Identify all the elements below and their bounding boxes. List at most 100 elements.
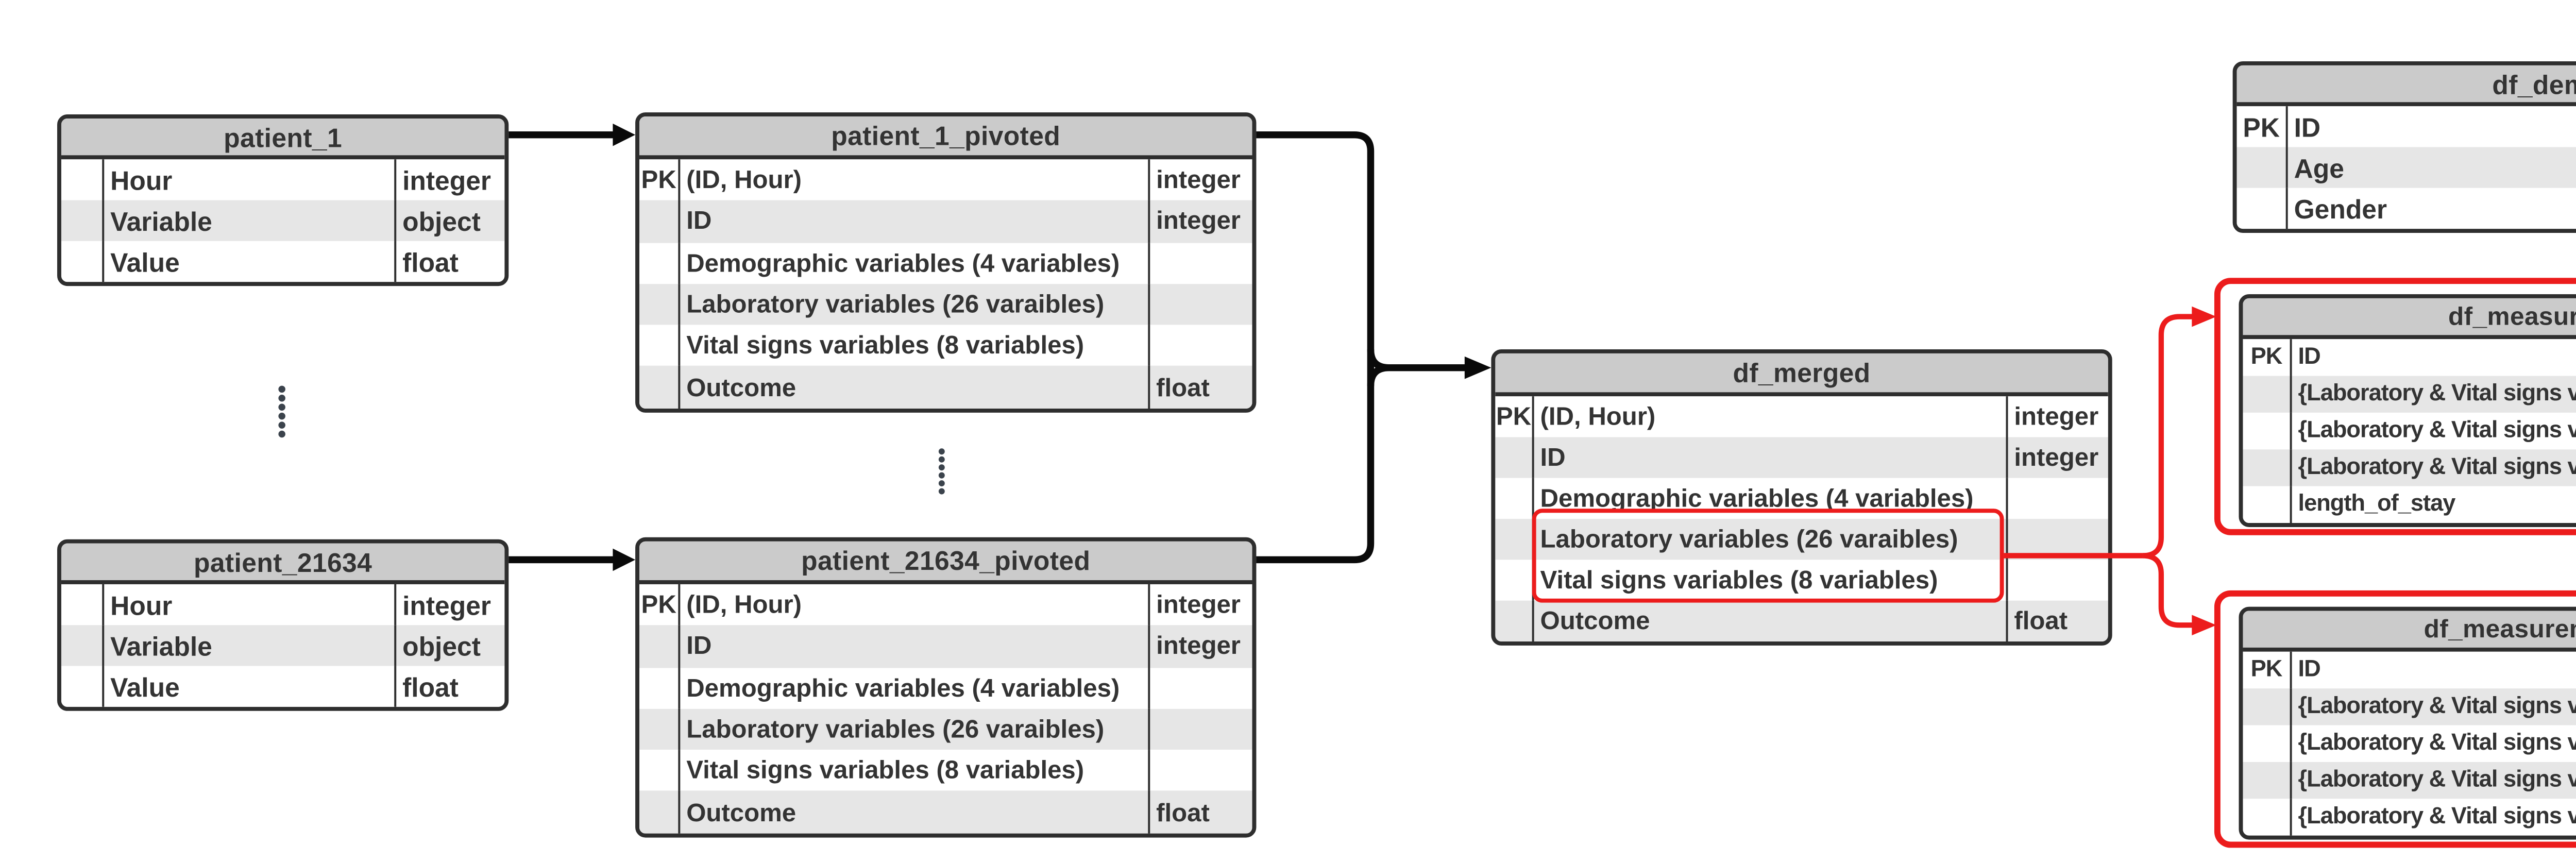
field-name: Outcome <box>1534 600 2008 641</box>
field-row: Vital signs variables (8 variables) <box>639 325 1252 367</box>
field-type: float <box>2014 606 2068 636</box>
table-title: patient_21634_pivoted <box>639 541 1252 584</box>
field-row: Vital signs variables (8 variables) <box>639 750 1252 792</box>
pk-cell <box>639 283 681 326</box>
pk-cell <box>2243 688 2292 725</box>
field-row: {Laboratory & Vital signs variables}_beg… <box>2243 376 2576 413</box>
field-type <box>1150 325 1252 366</box>
field-type <box>1150 667 1252 708</box>
pk-cell: PK <box>2237 106 2288 147</box>
field-type <box>1150 750 1252 791</box>
field-name: (ID, Hour) <box>680 584 1150 626</box>
pk-cell: PK <box>2243 651 2292 689</box>
field-row: Vital signs variables (8 variables) <box>1495 560 2108 601</box>
pk-cell: PK <box>2243 339 2292 376</box>
table-title: patient_1 <box>61 118 505 160</box>
pk-cell <box>1495 478 1534 519</box>
field-row: Genderfloat <box>2236 188 2576 229</box>
arrow-patient21634-to-pivoted <box>509 548 636 571</box>
pk-cell <box>61 584 105 626</box>
pk-cell <box>639 708 681 750</box>
entity-table-df_demo: df_demoPKIDintegerAgefloatGenderfloat <box>2232 61 2576 233</box>
field-name: length_of_stay <box>2292 486 2576 523</box>
field-row: PKIDinteger <box>2243 651 2576 689</box>
pk-cell <box>2237 188 2288 229</box>
field-name: Vital signs variables (8 variables) <box>680 750 1150 792</box>
field-name: {Laboratory & Vital signs variables}_min <box>2292 762 2576 799</box>
field-type <box>1150 242 1252 283</box>
ellipsis-more-patient-tables <box>278 385 285 438</box>
field-name: ID <box>2288 106 2576 147</box>
field-name: Laboratory variables (26 varaibles) <box>680 708 1150 750</box>
field-name: {Laboratory & Vital signs variables}_beg… <box>2292 376 2576 413</box>
field-name: ID <box>680 200 1150 243</box>
field-row: {Laboratory & Vital signs variables}_std… <box>2243 725 2576 762</box>
red-frame-df-measurement-grouped-stat <box>2214 590 2576 848</box>
pk-cell <box>61 159 105 200</box>
field-name: Value <box>104 241 397 282</box>
pk-cell <box>1495 437 1534 478</box>
pk-cell <box>61 625 105 666</box>
field-type: object <box>402 630 481 661</box>
field-type: float <box>1156 798 1210 827</box>
pk-cell <box>639 791 681 833</box>
field-row: {Laboratory & Vital signs variables}_fre… <box>2243 449 2576 486</box>
field-type <box>1150 708 1252 750</box>
field-type: integer <box>402 589 491 620</box>
pk-cell <box>2243 412 2292 450</box>
field-name: ID <box>680 626 1150 667</box>
field-name: Demographic variables (4 variables) <box>680 667 1150 709</box>
field-row: Laboratory variables (26 varaibles) <box>639 283 1252 326</box>
field-row: PKIDinteger <box>2236 106 2576 147</box>
field-name: Variable <box>104 200 397 241</box>
field-row: Laboratory variables (26 varaibles) <box>639 708 1252 750</box>
pk-cell <box>1495 519 1534 560</box>
pk-cell <box>2243 725 2292 762</box>
field-name: Outcome <box>680 791 1150 833</box>
field-row: PKIDinteger <box>2243 339 2576 376</box>
field-type: float <box>402 671 459 702</box>
field-name: {Laboratory & Vital signs variables}_max <box>2292 799 2576 835</box>
pk-cell <box>639 667 681 709</box>
arrow-patient1-to-pivoted <box>509 123 636 146</box>
field-name: {Laboratory & Vital signs variables}_fre… <box>2292 449 2576 486</box>
pk-cell <box>639 366 681 409</box>
field-name: Vital signs variables (8 variables) <box>680 325 1150 367</box>
table-title: df_merged <box>1495 353 2108 397</box>
pk-cell <box>61 666 105 707</box>
pk-cell: PK <box>1495 396 1534 437</box>
pk-cell <box>639 626 681 667</box>
entity-table-df_measurement_time_info: df_measurement_time_infoPKIDinteger{Labo… <box>2239 294 2576 527</box>
field-row: {Laboratory & Vital signs variables}_max… <box>2243 799 2576 836</box>
pk-cell <box>2243 486 2292 523</box>
pk-cell <box>2243 799 2292 836</box>
field-name: Hour <box>104 159 397 200</box>
field-name: {Laboratory & Vital signs variables}_end… <box>2292 413 2576 449</box>
field-row: PK(ID, Hour)integer <box>639 159 1252 201</box>
field-type: float <box>1156 373 1210 402</box>
field-row: {Laboratory & Vital signs variables}_mea… <box>2243 688 2576 725</box>
field-name: ID <box>2292 339 2576 376</box>
pk-cell <box>2237 147 2288 188</box>
field-name: Laboratory variables (26 varaibles) <box>680 283 1150 326</box>
pk-cell <box>2243 376 2292 413</box>
field-type <box>2008 478 2108 519</box>
field-row: Agefloat <box>2236 147 2576 188</box>
field-type: float <box>402 246 459 277</box>
field-type: integer <box>1156 165 1241 195</box>
pk-cell: PK <box>639 159 681 201</box>
field-row: Demographic variables (4 variables) <box>639 667 1252 709</box>
field-name: Hour <box>104 584 397 626</box>
pk-cell <box>1495 560 1534 601</box>
field-name: Value <box>104 666 397 707</box>
field-row: {Laboratory & Vital signs variables}_end… <box>2243 412 2576 450</box>
